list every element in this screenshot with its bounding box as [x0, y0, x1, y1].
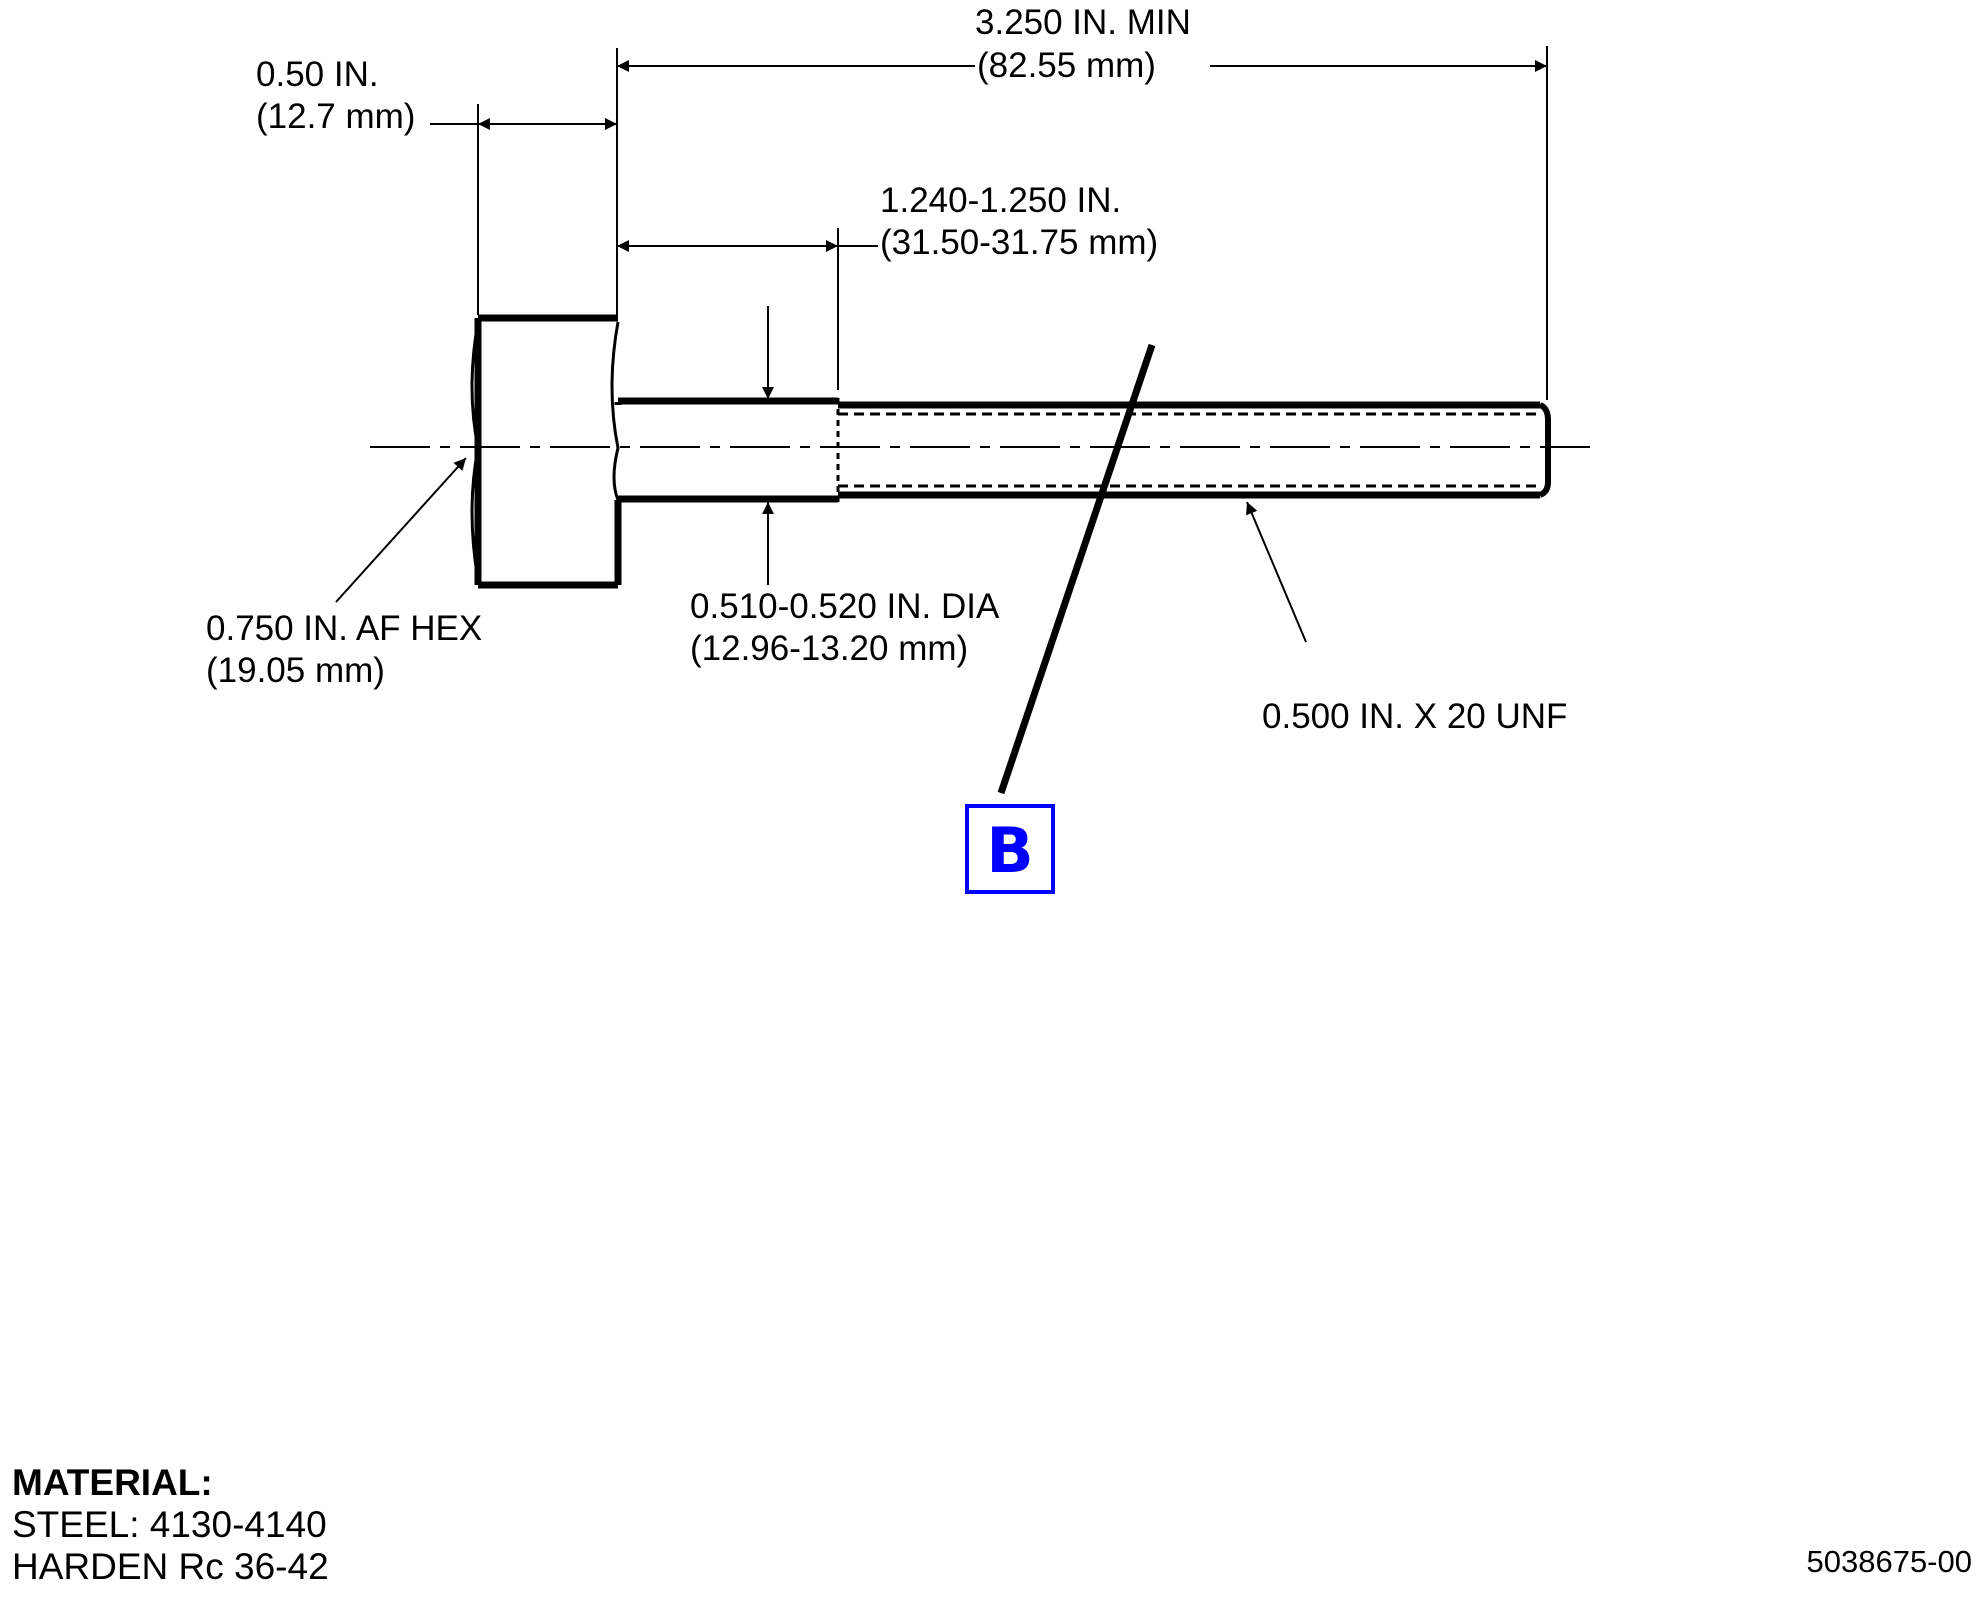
shank-diameter-label: 0.510-0.520 IN. DIA: [690, 587, 1000, 626]
callout-b-box: [965, 804, 1055, 894]
head-height-label: 0.50 IN.: [256, 55, 379, 94]
material-steel: STEEL: 4130-4140: [12, 1504, 327, 1545]
overall-length-metric: (82.55 mm): [977, 46, 1156, 85]
extension-lines: [477, 46, 1548, 400]
hex-label: 0.750 IN. AF HEX: [206, 609, 482, 648]
dimension-lines: [335, 60, 1547, 643]
material-heading: MATERIAL:: [12, 1462, 213, 1503]
drawing-number: 5038675-00: [1806, 1544, 1973, 1579]
shank-length-metric: (31.50-31.75 mm): [880, 223, 1158, 262]
shank-length-label: 1.240-1.250 IN.: [880, 181, 1121, 220]
material-harden: HARDEN Rc 36-42: [12, 1546, 329, 1587]
thread-label: 0.500 IN. X 20 UNF: [1262, 697, 1567, 736]
bolt-thread: [838, 401, 1551, 499]
hex-metric: (19.05 mm): [206, 651, 385, 690]
bolt-head: [470, 314, 622, 589]
shank-diameter-metric: (12.96-13.20 mm): [690, 629, 968, 668]
callout-b-label: B: [986, 814, 1033, 887]
head-height-metric: (12.7 mm): [256, 97, 415, 136]
bolt-shank: [614, 397, 840, 503]
section-line: [997, 343, 1156, 795]
overall-length-label: 3.250 IN. MIN: [975, 3, 1191, 42]
material-notes: MATERIAL: STEEL: 4130-4140 HARDEN Rc 36-…: [12, 1462, 329, 1588]
